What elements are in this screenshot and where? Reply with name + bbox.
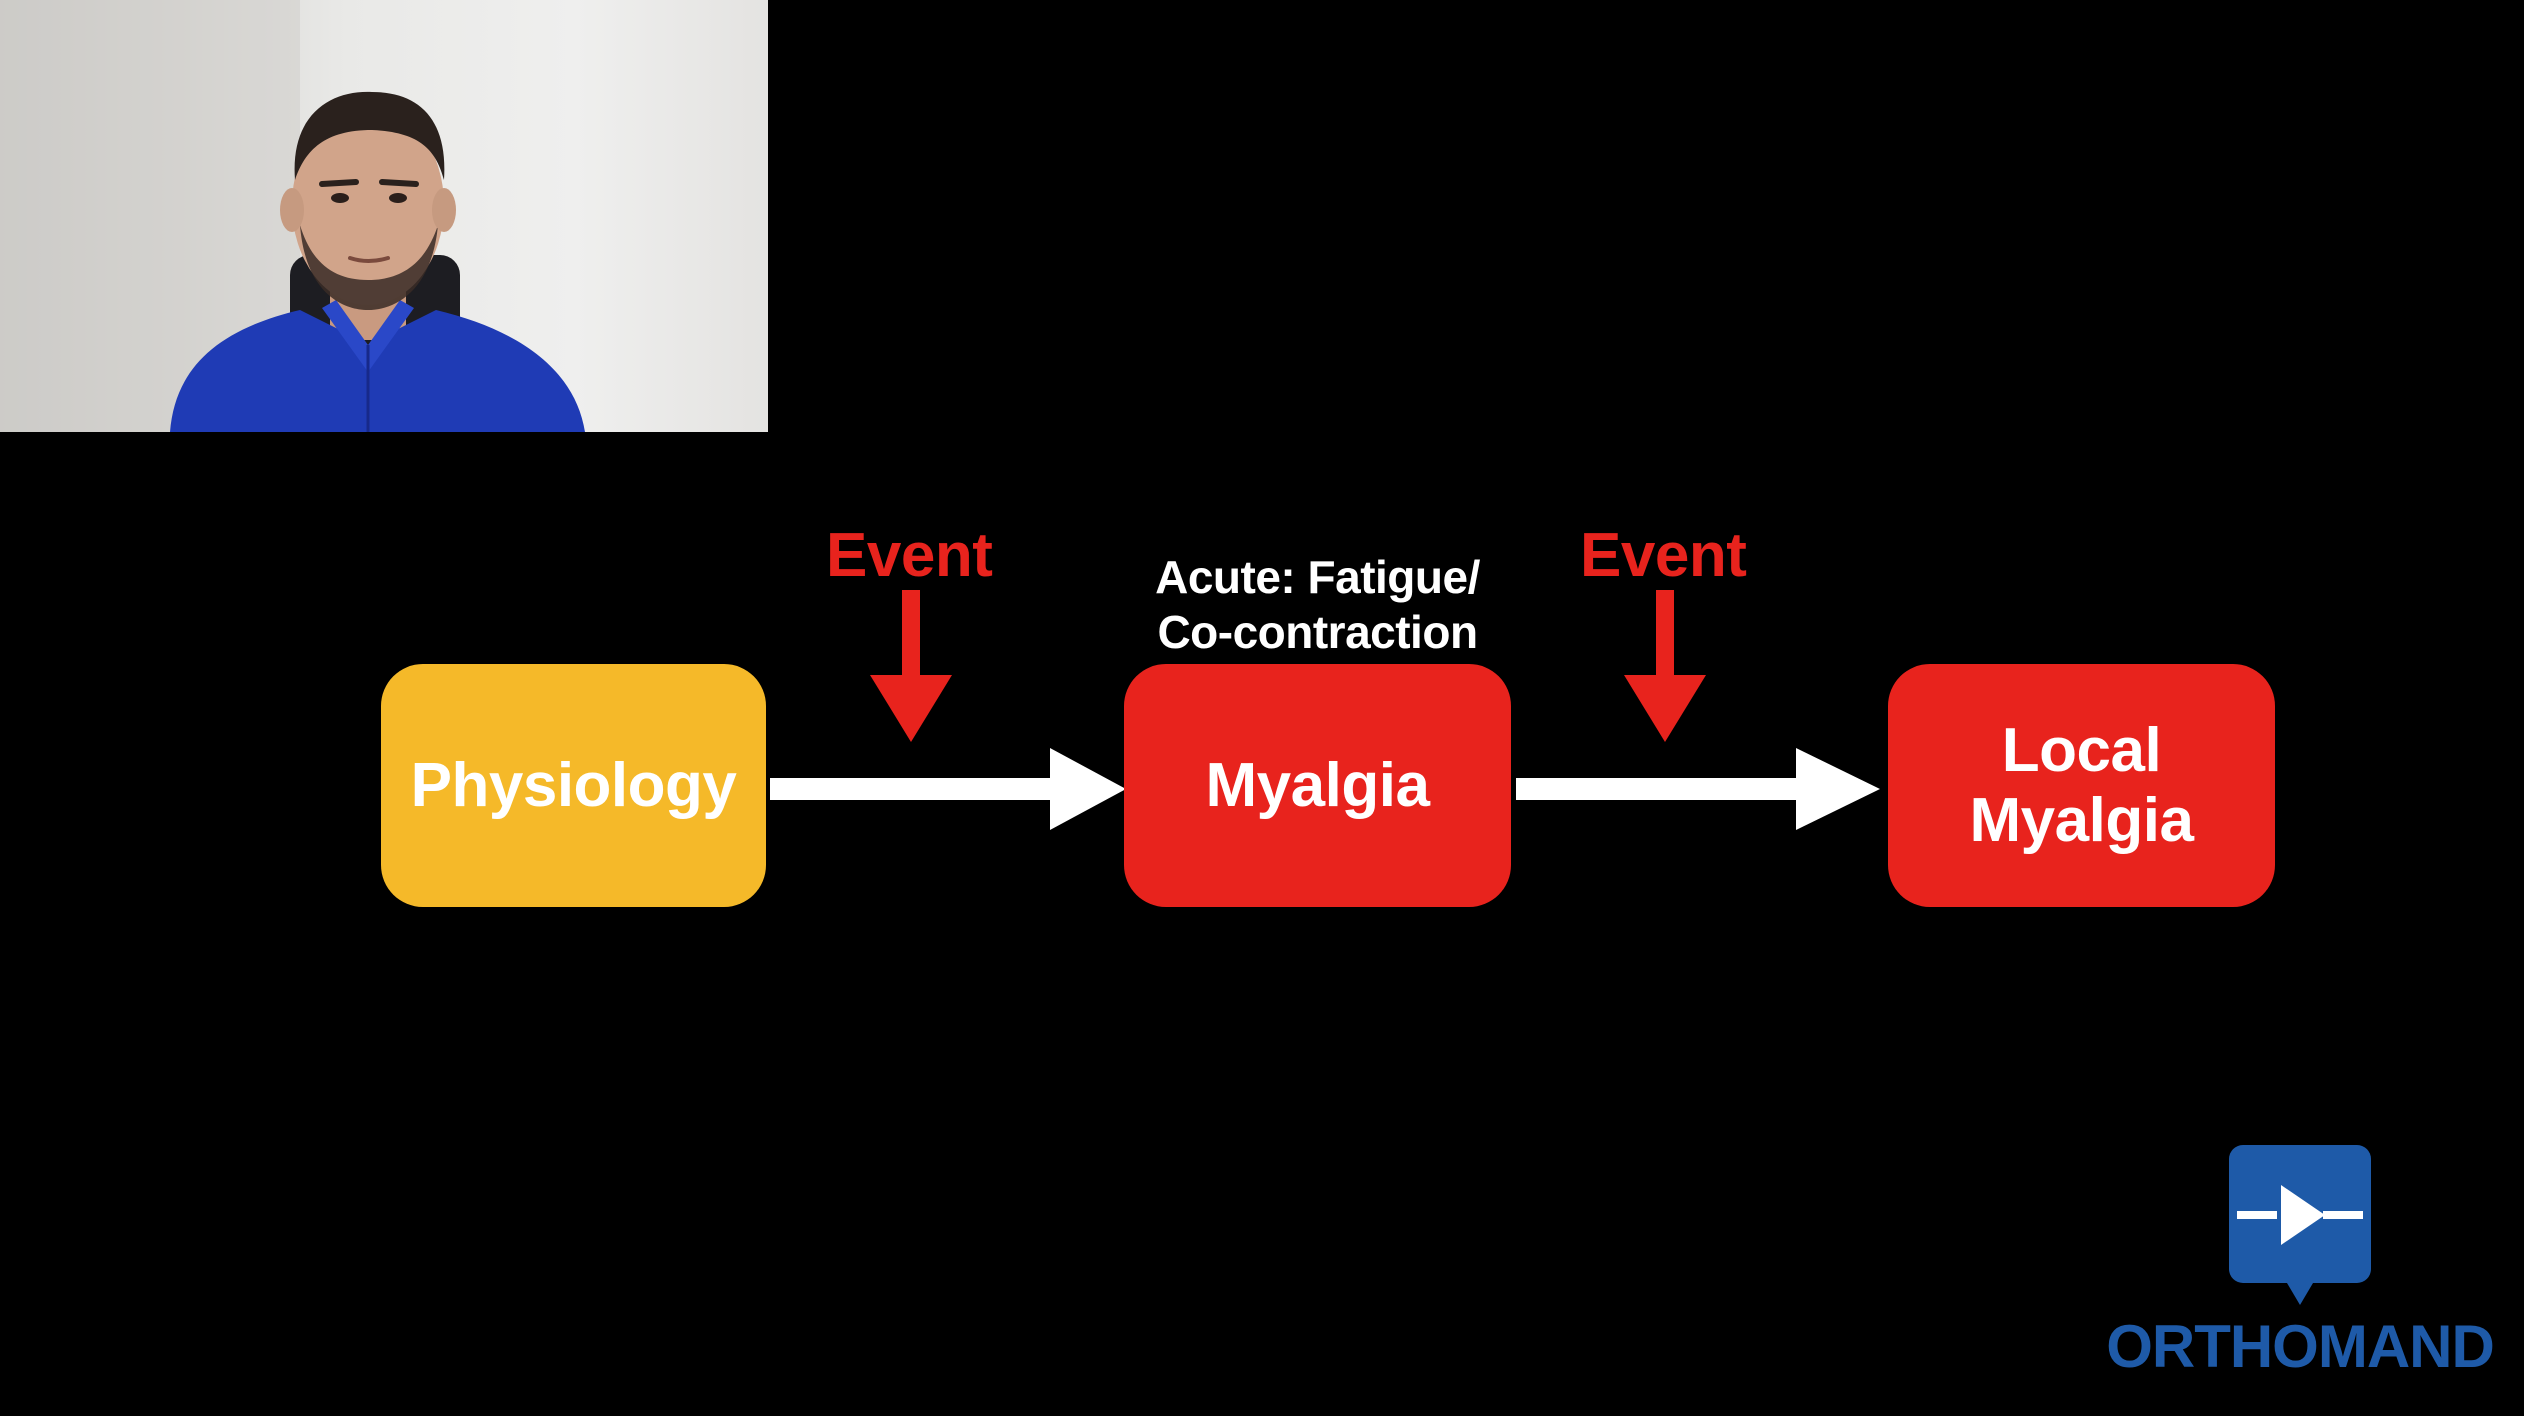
brand-logo: ORTHOMAND: [2100, 1140, 2500, 1380]
event-arrow-2: [1624, 590, 1706, 742]
node-physiology: Physiology: [381, 664, 766, 907]
node-local-myalgia-line-2: Myalgia: [1969, 785, 2194, 855]
acute-annotation: Acute: Fatigue/ Co-contraction: [1110, 550, 1525, 660]
event-label-2: Event: [1580, 521, 1747, 590]
presenter-webcam: [0, 0, 768, 432]
presenter-figure: [0, 0, 585, 432]
acute-annotation-line-2: Co-contraction: [1157, 606, 1478, 659]
event-label-1: Event: [826, 521, 993, 590]
event-arrow-1: [870, 590, 952, 742]
node-physiology-label: Physiology: [410, 750, 737, 820]
connector-arrow-physiology-myalgia: [770, 748, 1126, 830]
connector-arrow-myalgia-local: [1516, 748, 1880, 830]
play-chat-bubble-icon: [2229, 1145, 2371, 1305]
node-myalgia: Myalgia: [1124, 664, 1511, 907]
node-local-myalgia: Local Myalgia: [1888, 664, 2275, 907]
node-local-myalgia-line-1: Local: [2001, 716, 2162, 786]
brand-name: ORTHOMAND: [2106, 1313, 2495, 1380]
node-myalgia-label: Myalgia: [1205, 750, 1430, 820]
acute-annotation-line-1: Acute: Fatigue/: [1155, 551, 1480, 603]
